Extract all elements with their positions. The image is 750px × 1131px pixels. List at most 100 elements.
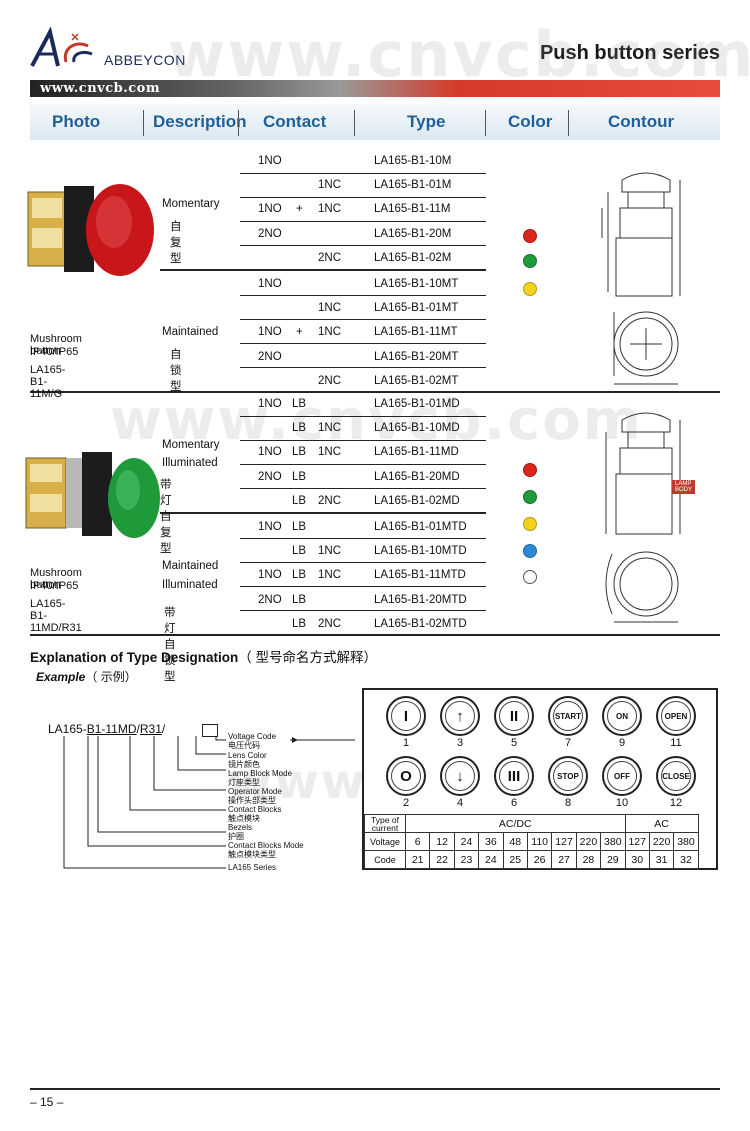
group-divider bbox=[160, 269, 486, 271]
button-number: 2 bbox=[402, 797, 410, 809]
product-name: Mushroom button bbox=[30, 333, 82, 357]
row-divider bbox=[240, 221, 486, 222]
color-dot bbox=[523, 229, 537, 243]
button-symbol-text: ↑ bbox=[445, 701, 475, 731]
desc-illuminated: Illuminated bbox=[162, 457, 218, 469]
contact-cell: LB bbox=[292, 545, 307, 558]
button-symbol: CLOSE bbox=[656, 756, 696, 796]
type-code-part: / bbox=[136, 722, 140, 736]
row-divider bbox=[240, 416, 486, 417]
desc-momentary: Momentary bbox=[162, 198, 220, 210]
column-header: Photo Description Contact Type Color Con… bbox=[30, 104, 720, 140]
code-cell: 32 bbox=[673, 850, 699, 869]
row-divider bbox=[240, 610, 486, 611]
type-code: LA165-B1-02MD bbox=[374, 494, 460, 507]
type-code: LA165-B1-20MT bbox=[374, 350, 459, 363]
button-symbol: ON bbox=[602, 696, 642, 736]
example-en: Example bbox=[36, 670, 86, 684]
type-code: LA165-B1-11M bbox=[374, 203, 451, 216]
row-divider bbox=[240, 245, 486, 246]
row-divider bbox=[240, 562, 486, 563]
contour-drawing bbox=[601, 172, 681, 385]
code-label: Code bbox=[364, 850, 406, 869]
designation-leader-lines bbox=[63, 736, 355, 869]
contact-cell: 2NC bbox=[318, 251, 342, 264]
designation-label-cn: 操作头部类型 bbox=[228, 795, 276, 805]
button-number: 12 bbox=[669, 797, 683, 809]
color-dot bbox=[523, 282, 537, 296]
code-cell: 25 bbox=[502, 850, 528, 869]
contact-cell: LB bbox=[292, 494, 307, 507]
type-code-part: 31 bbox=[148, 722, 162, 736]
col-separator bbox=[485, 110, 486, 136]
row-divider bbox=[240, 488, 486, 489]
row-divider bbox=[240, 343, 486, 344]
designation-label-en: Contact Blocks Mode bbox=[228, 841, 304, 850]
type-code: LA165-B1-11MD/R31/ bbox=[48, 722, 165, 736]
ac-label: AC bbox=[624, 814, 699, 833]
contact-cell: LB bbox=[292, 569, 307, 582]
product-model: LA165-B1-11MD/R31 bbox=[30, 598, 82, 634]
example-label: Example（ 示例） bbox=[36, 668, 137, 685]
col-separator bbox=[143, 110, 144, 136]
type-code: LA165-B1-01MD bbox=[374, 398, 460, 410]
type-code: LA165-B1-11MT bbox=[374, 326, 458, 339]
designation-label-en: Operator Mode bbox=[228, 787, 282, 796]
product-ip: IP40/IP65 bbox=[30, 580, 79, 592]
contact-cell: 2NC bbox=[318, 494, 342, 507]
contact-cell: + bbox=[296, 326, 303, 339]
type-code: LA165-B1-01M bbox=[374, 179, 452, 192]
type-code-part: / bbox=[161, 722, 166, 736]
button-number: 7 bbox=[564, 737, 572, 749]
voltage-cell: 12 bbox=[429, 832, 455, 851]
button-symbol: ↑ bbox=[440, 696, 480, 736]
contact-cell: LB bbox=[292, 398, 307, 410]
type-code: LA165-B1-01MT bbox=[374, 302, 459, 315]
voltage-cell: 24 bbox=[453, 832, 480, 851]
button-symbol: II bbox=[494, 696, 534, 736]
table-row: LB 2NC LA165-B1-02MD bbox=[0, 490, 750, 514]
designation-label-en: Lens Color bbox=[228, 751, 267, 760]
footer-line bbox=[30, 1088, 720, 1090]
contact-cell: 1NC bbox=[318, 545, 342, 558]
button-number: 3 bbox=[456, 737, 464, 749]
designation-label-cn: 护圈 bbox=[228, 831, 244, 841]
button-number: 4 bbox=[456, 797, 464, 809]
type-code-part: D bbox=[127, 722, 137, 736]
voltage-cell: 6 bbox=[404, 832, 431, 851]
button-symbol: III bbox=[494, 756, 534, 796]
voltage-code-box bbox=[202, 724, 218, 737]
button-symbol: ↓ bbox=[440, 756, 480, 796]
code-cell: 28 bbox=[575, 850, 602, 869]
type-code: LA165-B1-02MTD bbox=[374, 617, 467, 630]
contact-cell: 2NO bbox=[258, 227, 282, 240]
col-separator bbox=[568, 110, 569, 136]
button-symbol-text: OPEN bbox=[661, 701, 691, 731]
voltage-cell: 220 bbox=[648, 832, 675, 851]
voltage-cell: 127 bbox=[551, 832, 577, 851]
type-code: LA165-B1-11MTD bbox=[374, 569, 466, 582]
button-symbol-text: II bbox=[499, 701, 529, 731]
contact-cell: 1NO bbox=[258, 446, 282, 459]
col-color: Color bbox=[508, 112, 553, 131]
type-code: LA165-B1-10MD bbox=[374, 422, 460, 435]
type-code: LA165-B1-20M bbox=[374, 227, 452, 240]
contact-cell: 1NO bbox=[258, 326, 282, 339]
example-cn: （ 示例） bbox=[85, 670, 137, 684]
button-symbol-text: STOP bbox=[553, 761, 583, 791]
button-number: 5 bbox=[510, 737, 518, 749]
code-cell: 24 bbox=[478, 850, 504, 869]
contact-cell: 1NO bbox=[258, 155, 282, 167]
button-symbol-text: CLOSE bbox=[661, 761, 691, 791]
designation-label-en: Voltage Code bbox=[228, 732, 277, 741]
